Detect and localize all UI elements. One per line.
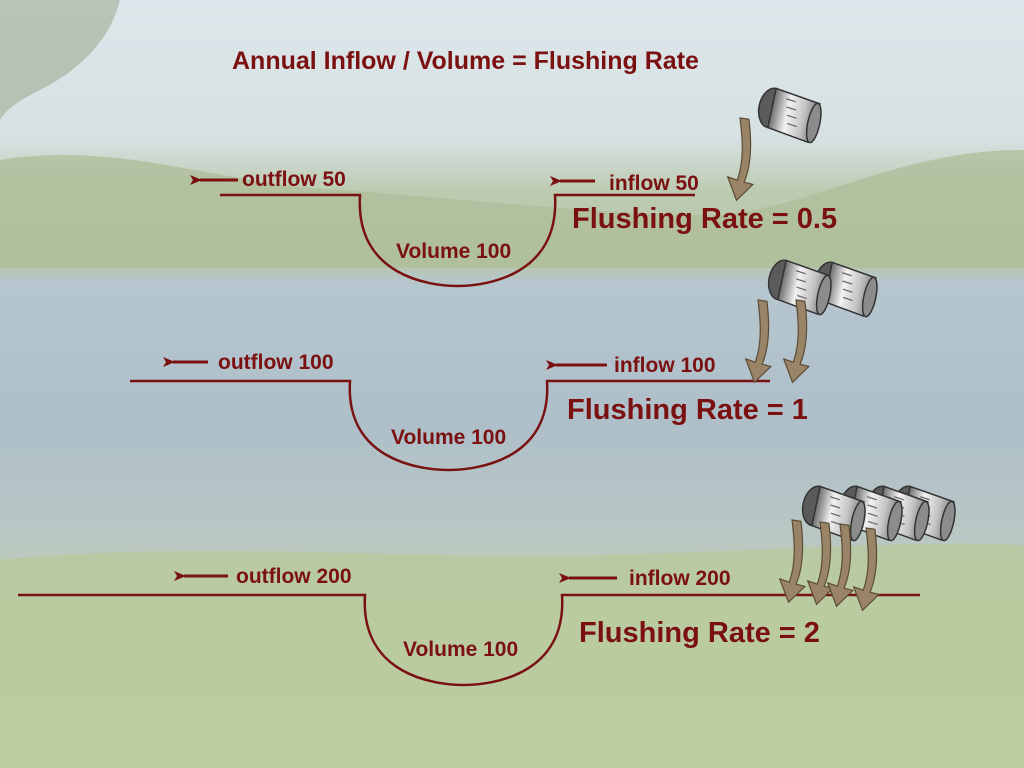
flushing-rate-label: Flushing Rate = 1 bbox=[567, 394, 808, 426]
upper-left-foliage bbox=[0, 0, 120, 120]
volume-label: Volume 100 bbox=[391, 426, 507, 449]
outflow-label: outflow 200 bbox=[236, 565, 352, 588]
near-shore bbox=[0, 543, 1024, 768]
volume-label: Volume 100 bbox=[403, 638, 519, 661]
page-title: Annual Inflow / Volume = Flushing Rate bbox=[232, 47, 699, 75]
lake-basin-outline bbox=[18, 593, 920, 687]
far-treeline bbox=[0, 150, 1024, 268]
flushing-rate-label: Flushing Rate = 0.5 bbox=[572, 203, 838, 235]
outflow-label: outflow 100 bbox=[218, 351, 334, 374]
volume-label: Volume 100 bbox=[396, 240, 512, 263]
lake-basin-outline bbox=[220, 193, 695, 288]
outflow-label: outflow 50 bbox=[242, 168, 346, 191]
inflow-label: inflow 50 bbox=[609, 172, 699, 195]
flushing-rate-label: Flushing Rate = 2 bbox=[579, 617, 820, 649]
lake-basin-outline bbox=[130, 379, 770, 472]
inflow-label: inflow 100 bbox=[614, 354, 716, 377]
inflow-label: inflow 200 bbox=[629, 567, 731, 590]
